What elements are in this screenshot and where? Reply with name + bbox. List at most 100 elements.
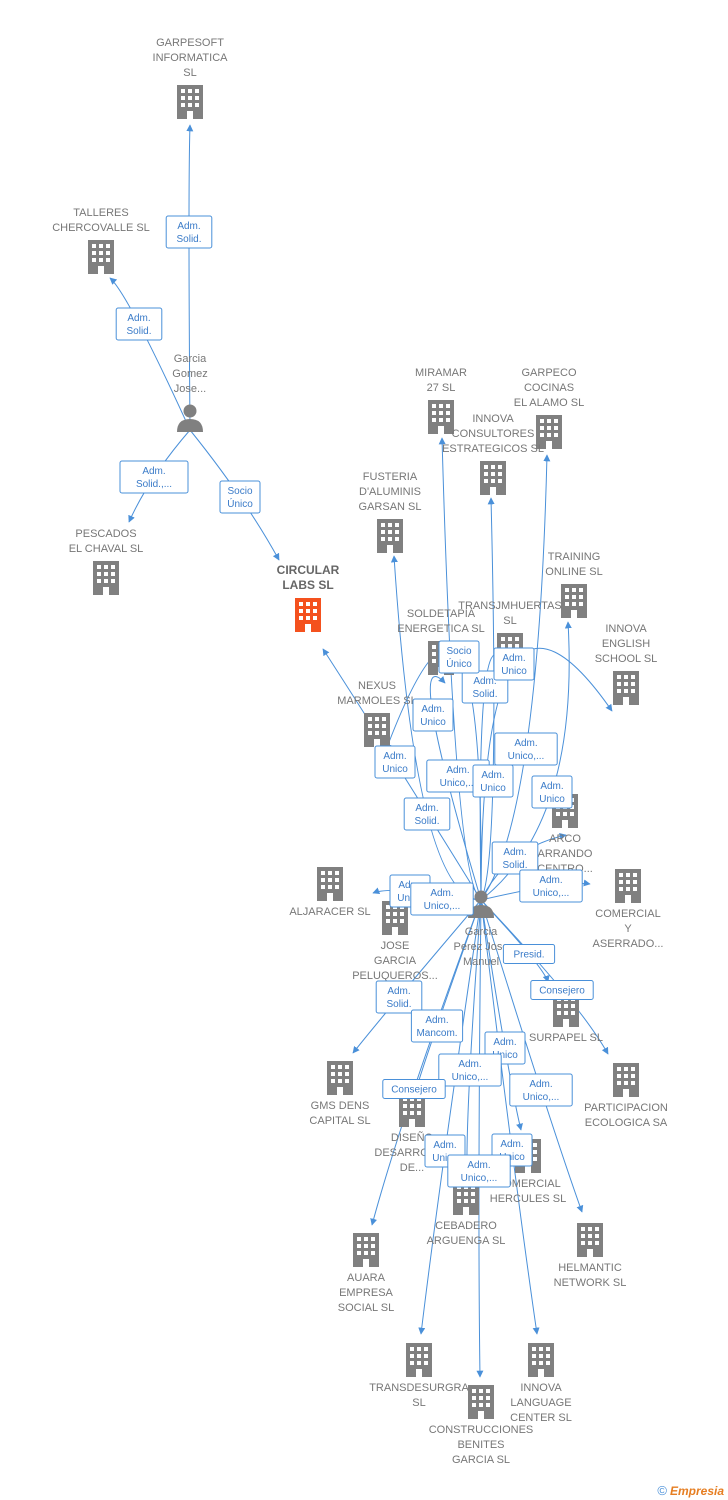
edge-role-text: Adm. [446,765,469,776]
node-label: Gomez [172,368,207,380]
node-label: TRANSDESURGRA [369,1382,469,1394]
edge-role-badge[interactable]: Adm. Unico [472,764,514,798]
company-node-aljaracer[interactable]: ALJARACER SL [289,867,371,918]
edge-role-badge[interactable]: Adm.Unico [531,775,573,809]
person-node-garcia_gomez[interactable]: GarciaGomezJose... [172,353,208,432]
edge-role-text: Adm. [430,888,453,899]
company-node-arco[interactable]: ARCOARRANDOCENTRO... [537,794,593,875]
node-label: SURPAPEL SL [529,1032,603,1044]
node-label: Perez Jose [453,941,508,953]
copyright-symbol: © [657,1483,667,1498]
edge-role-badge[interactable]: Adm.Mancom. [410,1009,464,1043]
edge-role-text: Adm. [398,880,421,891]
edge-role-text: Unico [420,717,446,728]
edge-role-badge[interactable]: Adm.Solid. [165,215,213,249]
node-label: MIRAMAR [415,367,467,379]
edge-role-text: Adm. [415,803,438,814]
edge-role-badge[interactable]: Adm.Solid. [115,307,163,341]
edge-role-text: Unico [382,764,408,775]
edge-role-badge[interactable]: Adm.Unico [493,647,535,681]
node-label: ENERGETICA SL [397,623,484,635]
brand-logo: Empresia [669,1484,724,1498]
building-icon [88,240,114,274]
edge-role-badge[interactable]: Adm.Unico,... [509,1073,573,1107]
edge-role-badge[interactable]: Consejero [382,1079,446,1099]
node-label: EL ALAMO SL [514,397,585,409]
edge-role-badge[interactable]: Adm.Solid. [403,797,451,831]
building-icon [377,519,403,553]
edge-role-badge[interactable]: Adm. Unico [374,745,416,779]
edge-role-badge[interactable]: Adm.Unico,... [447,1154,511,1188]
node-label: HERCULES SL [490,1193,566,1205]
edge-role-text: Adm. [383,751,406,762]
node-label: GARCIA SL [452,1454,510,1466]
edge-role-text: Mancom. [416,1028,457,1039]
edge-role-text: Adm. [387,986,410,997]
edge-role-badge[interactable]: Adm.Unico,... [438,1053,502,1087]
company-node-comercial_y[interactable]: COMERCIALYASERRADO... [593,869,664,950]
edge-role-text: Unico [480,783,506,794]
edge-role-text: Unico,... [461,1173,498,1184]
edge-garcia_perez-to-construcciones [476,899,484,1378]
node-label: GARPESOFT [156,37,224,49]
building-icon [468,1385,494,1419]
node-label: LABS SL [282,578,333,592]
node-label: GARCIA [374,955,417,967]
edge-role-badge[interactable]: Adm.Unico,... [519,869,583,903]
building-icon [177,85,203,119]
node-label: FUSTERIA [363,471,418,483]
node-label: CEBADERO [435,1220,497,1232]
edge-role-text: Solid. [176,234,201,245]
edge-role-badge[interactable]: Consejero [530,980,594,1000]
edge-role-badge[interactable]: Adm.Solid. [375,980,423,1014]
building-icon [428,400,454,434]
company-node-surpapel[interactable]: SURPAPEL SL [529,993,603,1044]
building-icon [480,461,506,495]
edge-role-text: Solid. [502,860,527,871]
edge-role-badge[interactable]: Adm.Unico,... [410,882,474,916]
company-node-jose_garcia[interactable]: JOSEGARCIAPELUQUEROS... [352,901,438,982]
node-label: SL [412,1397,425,1409]
edge-role-text: Unico,... [523,1092,560,1103]
edge-role-text: Adm. [458,1059,481,1070]
edge-role-badge[interactable]: Adm. Unico [412,698,454,732]
edge-role-text: Solid.,... [136,479,172,490]
node-label: NETWORK SL [554,1277,627,1289]
edge-role-text: Solid. [472,689,497,700]
node-label: TRAINING [548,551,601,563]
edge-role-text: Unico,... [440,778,477,789]
node-label: Garcia [174,353,207,365]
edge-role-badge[interactable]: Adm.Unico,... [494,732,558,766]
company-node-transdesurgra[interactable]: TRANSDESURGRA SL [369,1343,469,1409]
edge-role-badge[interactable]: Adm.Solid. [491,841,539,875]
edge-role-text: Adm. [481,770,504,781]
copyright-notice: ©Empresia [657,1483,724,1498]
edge-role-text: Adm. [421,704,444,715]
edge-role-badge[interactable]: Presid. [502,944,556,964]
edge-role-badge[interactable]: Adm.Solid.,... [119,460,189,494]
